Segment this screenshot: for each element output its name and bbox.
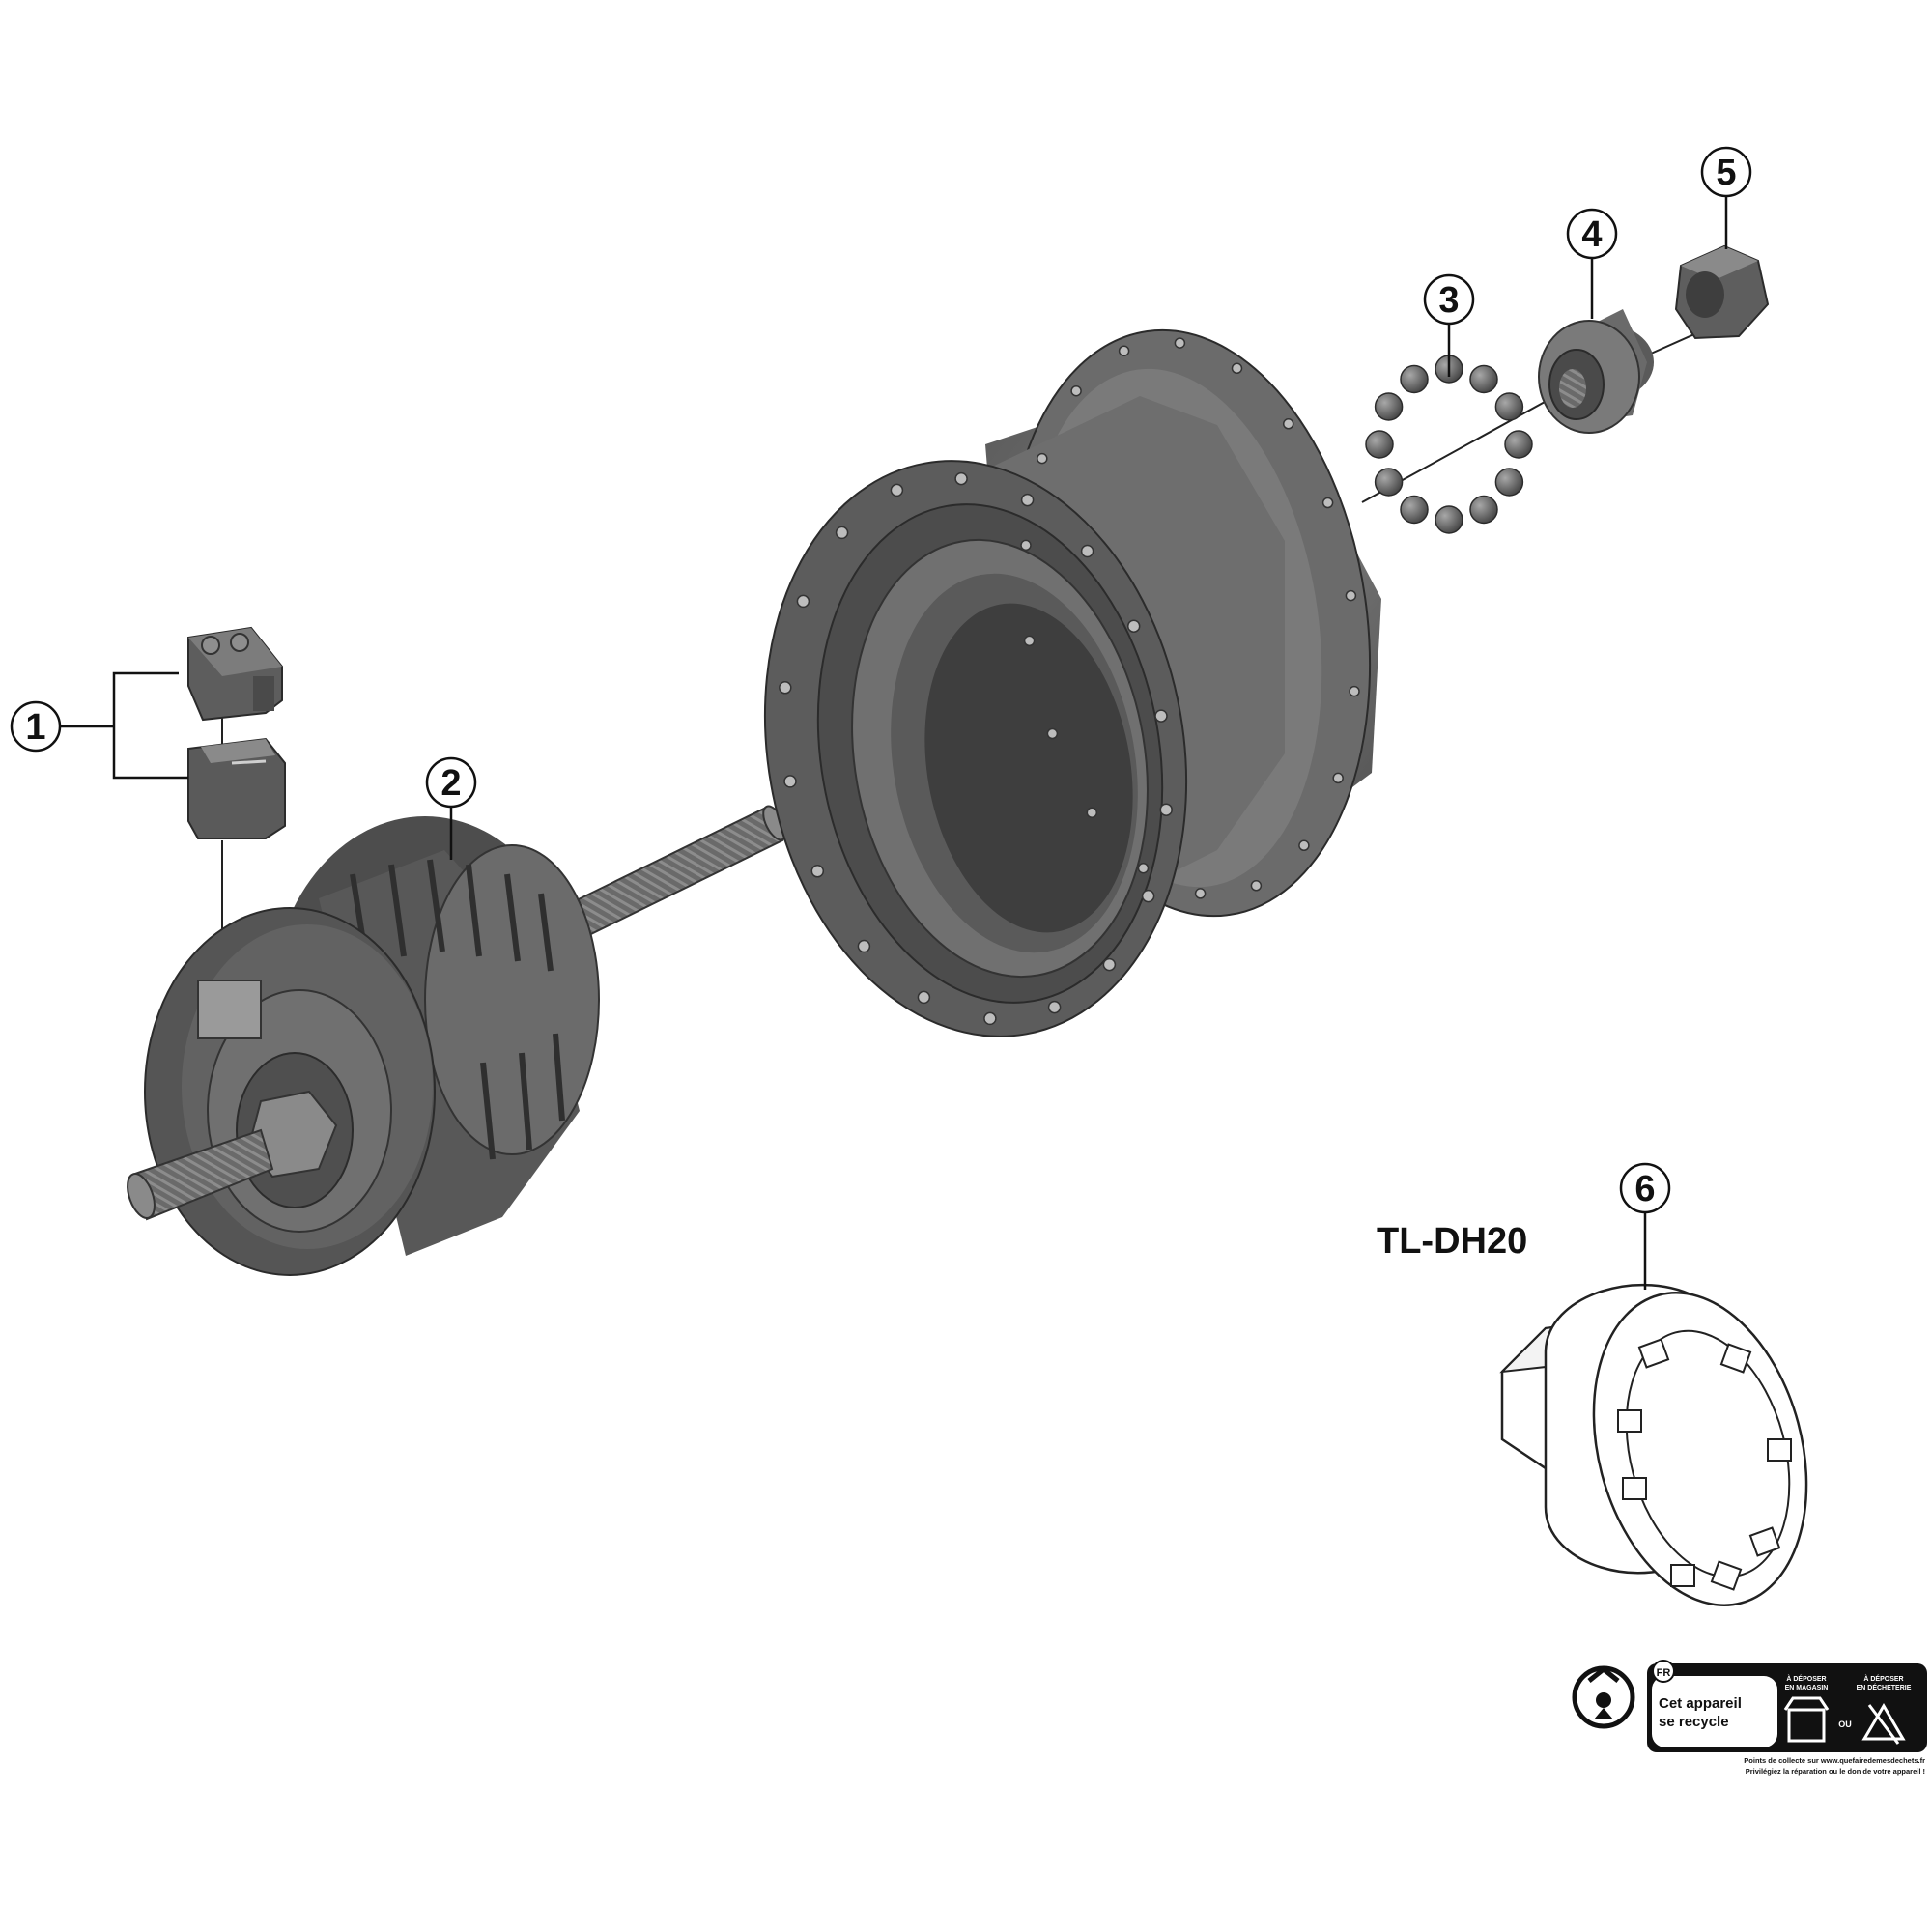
callout-1: 1 xyxy=(10,671,188,780)
recycling-badge: FR Cet appareil se recycle À DÉPOSER EN … xyxy=(1572,1660,1927,1776)
spoke-hole xyxy=(1231,362,1243,375)
tool-model-label: TL-DH20 xyxy=(1377,1221,1527,1262)
lock-nut-part xyxy=(1674,244,1770,340)
bearing-ball xyxy=(1400,364,1429,394)
badge-or-text: OU xyxy=(1838,1719,1852,1729)
callout-6-label: 6 xyxy=(1634,1169,1655,1209)
spoke-hole xyxy=(1321,497,1334,509)
badge-footer-line1: Points de collecte sur www.quefairedemes… xyxy=(1744,1756,1925,1765)
badge-option2-line2: EN DÉCHETERIE xyxy=(1857,1683,1912,1691)
callout-3-label: 3 xyxy=(1438,280,1459,321)
spoke-hole xyxy=(835,526,849,540)
bearing-ball xyxy=(1494,392,1524,421)
callout-4: 4 xyxy=(1566,208,1618,319)
badge-option1-line1: À DÉPOSER xyxy=(1786,1674,1826,1683)
badge-main-line2: se recycle xyxy=(1659,1714,1729,1730)
callout-6: 6 xyxy=(1619,1162,1671,1290)
store-icon xyxy=(1783,1696,1830,1743)
callout-1-label: 1 xyxy=(25,707,45,748)
spoke-hole xyxy=(857,939,871,953)
spoke-hole xyxy=(1020,493,1035,507)
callout-4-label: 4 xyxy=(1581,214,1602,255)
spoke-hole xyxy=(983,1011,997,1026)
spoke-hole xyxy=(783,775,797,788)
spoke-hole xyxy=(1046,727,1059,740)
ball-bearing-part xyxy=(1365,355,1533,534)
spoke-hole xyxy=(1282,418,1294,430)
spoke-hole xyxy=(796,594,810,609)
triman-recycle-icon xyxy=(1572,1665,1635,1729)
bearing-ball xyxy=(1469,364,1498,394)
bearing-ball xyxy=(1494,468,1524,497)
cone-part xyxy=(1538,309,1654,434)
spoke-hole xyxy=(1141,889,1155,903)
spoke-hole xyxy=(1047,1000,1062,1014)
spoke-hole xyxy=(1086,807,1098,818)
spoke-hole xyxy=(1298,839,1310,852)
spoke-hole xyxy=(1332,772,1344,784)
spoke-hole xyxy=(1174,337,1186,349)
spoke-hole xyxy=(1020,539,1032,552)
waste-center-icon xyxy=(1861,1703,1906,1745)
bearing-ball xyxy=(1365,430,1394,459)
spoke-hole xyxy=(1102,957,1117,972)
spoke-hole xyxy=(1154,709,1168,723)
badge-footer-line2: Privilégiez la réparation ou le don de v… xyxy=(1746,1767,1925,1776)
spoke-hole xyxy=(810,865,825,878)
callout-5: 5 xyxy=(1700,146,1752,249)
spoke-hole xyxy=(1118,345,1130,356)
callout-2: 2 xyxy=(425,756,477,860)
badge-option1-line2: EN MAGASIN xyxy=(1785,1685,1829,1691)
spoke-hole xyxy=(1126,619,1141,633)
spoke-hole xyxy=(1250,880,1263,892)
bearing-ball xyxy=(1374,392,1404,421)
spoke-hole xyxy=(917,990,931,1005)
spoke-hole xyxy=(1080,544,1094,558)
spoke-hole xyxy=(954,471,968,486)
bearing-ball xyxy=(1504,430,1533,459)
spoke-hole xyxy=(1023,635,1036,647)
spoke-hole xyxy=(1345,589,1357,602)
connector-cover-part xyxy=(187,626,286,839)
badge-lang: FR xyxy=(1657,1667,1671,1679)
spoke-hole xyxy=(1159,803,1173,816)
spoke-hole xyxy=(779,681,792,695)
hub-shell-part xyxy=(763,328,1381,1037)
spoke-hole xyxy=(1137,862,1150,874)
callout-2-label: 2 xyxy=(440,763,461,804)
hub-internal-part xyxy=(127,805,787,1276)
bearing-ball xyxy=(1400,495,1429,525)
spoke-hole xyxy=(1194,888,1207,899)
spoke-hole xyxy=(1349,685,1360,697)
badge-main-line1: Cet appareil xyxy=(1659,1695,1742,1712)
spoke-hole xyxy=(1070,384,1082,397)
callout-5-label: 5 xyxy=(1716,153,1736,193)
bearing-ball xyxy=(1469,495,1498,525)
spoke-hole xyxy=(1037,452,1048,465)
badge-option2-line1: À DÉPOSER xyxy=(1863,1674,1903,1683)
hub-tool-part xyxy=(1499,1283,1808,1606)
callout-3: 3 xyxy=(1423,273,1475,377)
bearing-ball xyxy=(1374,468,1404,497)
bearing-ball xyxy=(1435,505,1463,534)
spoke-hole xyxy=(890,483,904,497)
